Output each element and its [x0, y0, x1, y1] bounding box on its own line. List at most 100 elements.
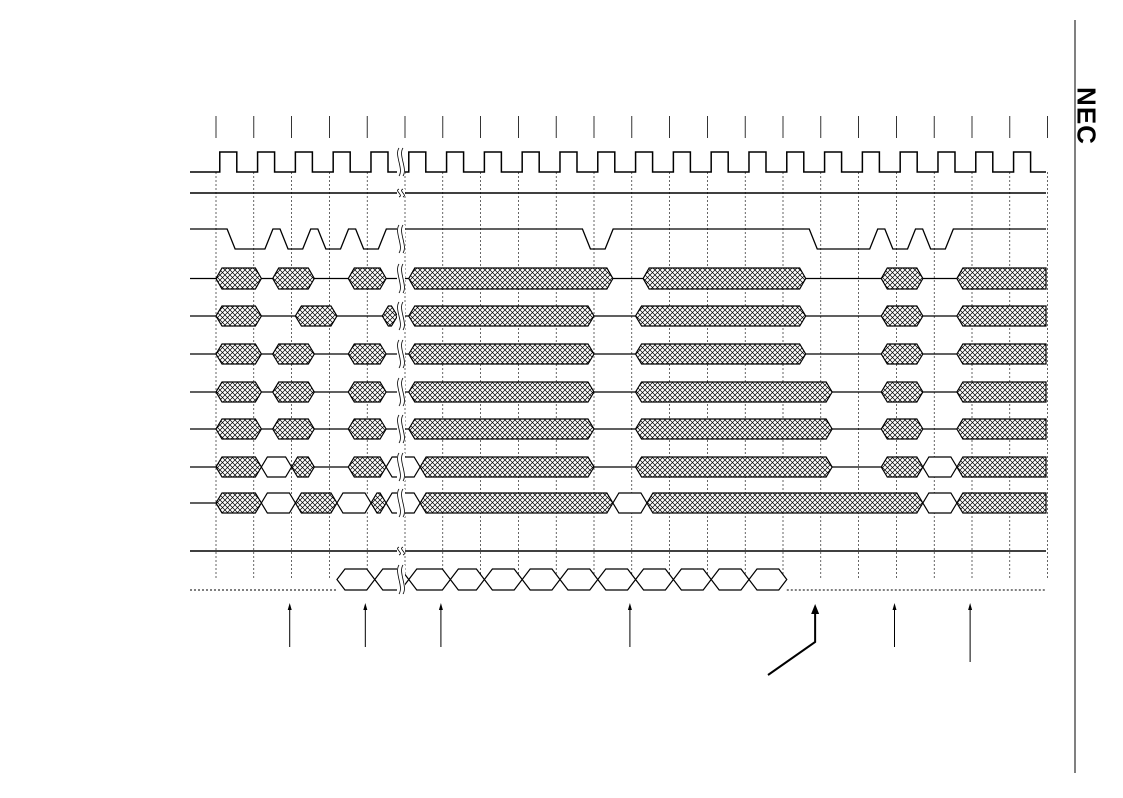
break-mark	[397, 224, 401, 254]
data-cell	[449, 568, 486, 591]
hatched-segment	[215, 381, 263, 403]
signal-bus-3	[190, 381, 1047, 403]
hatched-segment	[880, 343, 924, 365]
data-cell	[634, 568, 675, 591]
hatched-segment	[956, 305, 1047, 327]
valid-window	[922, 456, 958, 478]
hatched-segment	[634, 456, 833, 478]
break-mark	[397, 414, 401, 444]
break-gap	[397, 489, 405, 517]
hatched-segment	[880, 456, 924, 478]
hatched-segment	[215, 267, 263, 290]
callout-leader	[767, 612, 817, 676]
hatched-segment	[880, 267, 924, 290]
hatched-segment	[215, 492, 263, 514]
hatched-segment	[215, 418, 263, 440]
hatched-segment	[880, 381, 924, 403]
hatched-segment	[956, 418, 1047, 440]
signal-bus-4	[190, 418, 1047, 440]
hatched-segment	[956, 456, 1047, 478]
break-mark	[397, 188, 401, 198]
hatched-segment	[347, 456, 387, 478]
hatched-segment	[956, 492, 1047, 514]
break-gap	[397, 378, 405, 406]
break-mark	[397, 301, 401, 331]
valid-window	[260, 456, 293, 478]
hatched-segment	[408, 418, 595, 440]
break-mark	[401, 452, 405, 482]
hatched-segment	[419, 492, 614, 514]
hatched-segment	[634, 381, 833, 403]
hatched-segment	[880, 305, 924, 327]
break-gap	[397, 264, 405, 293]
arrow-2-head	[363, 603, 368, 610]
hatched-segment	[215, 343, 263, 365]
hatched-segment	[290, 456, 315, 478]
break-mark	[397, 564, 401, 595]
break-mark	[397, 263, 401, 294]
hatched-segment	[642, 267, 807, 290]
hatched-segment	[272, 267, 315, 290]
hatched-segment	[408, 305, 595, 327]
valid-window	[922, 492, 958, 514]
hatched-segment	[419, 456, 595, 478]
signal-strobe	[190, 228, 1046, 250]
hatched-segment	[408, 267, 614, 290]
break-mark	[397, 546, 401, 556]
hatched-segment	[408, 381, 595, 403]
break-gap	[397, 565, 405, 594]
signal-bus-6	[190, 492, 1047, 514]
hatched-segment	[347, 343, 387, 365]
valid-window	[612, 492, 648, 514]
clock-wave	[190, 151, 1046, 173]
signal-waveforms	[190, 151, 1047, 591]
hatched-segment	[272, 381, 315, 403]
arrow-1-head	[287, 603, 292, 610]
break-mark	[397, 147, 401, 177]
data-cell	[483, 568, 523, 591]
break-mark	[401, 263, 405, 294]
hatched-segment	[646, 492, 924, 514]
break-mark	[401, 377, 405, 407]
signal-bus-0	[190, 267, 1047, 290]
nec-logo-text: NEC	[1071, 87, 1102, 145]
break-mark	[397, 339, 401, 369]
signal-clock	[190, 151, 1046, 173]
hatched-segment	[956, 343, 1047, 365]
hatched-segment	[408, 343, 595, 365]
break-gap	[397, 340, 405, 368]
hatched-segment	[294, 492, 338, 514]
hatched-segment	[880, 418, 924, 440]
hatched-segment	[272, 343, 315, 365]
arrow-6-head	[968, 603, 973, 610]
break-mark	[401, 339, 405, 369]
break-marks	[397, 147, 405, 595]
data-cell	[710, 568, 750, 591]
break-mark	[401, 224, 405, 254]
valid-window	[336, 492, 372, 514]
signal-bus-2	[190, 343, 1047, 365]
hatched-segment	[347, 418, 387, 440]
hatched-segment	[215, 305, 263, 327]
break-gap	[397, 453, 405, 481]
data-cell	[408, 568, 452, 591]
hatched-segment	[634, 305, 807, 327]
hatched-segment	[634, 418, 833, 440]
break-gap	[397, 547, 405, 555]
break-mark	[397, 452, 401, 482]
data-cell	[559, 568, 599, 591]
break-mark	[401, 488, 405, 518]
break-gap	[397, 148, 405, 176]
arrow-5-head	[892, 603, 897, 610]
event-markers	[287, 603, 973, 676]
break-mark	[401, 188, 405, 198]
data-cell	[336, 568, 376, 591]
hatched-segment	[215, 456, 263, 478]
data-cell	[748, 568, 788, 591]
hatched-segment	[956, 381, 1047, 403]
break-gap	[397, 189, 405, 197]
break-mark	[401, 546, 405, 556]
break-gap	[397, 415, 405, 443]
signal-data-bus	[190, 568, 1046, 591]
